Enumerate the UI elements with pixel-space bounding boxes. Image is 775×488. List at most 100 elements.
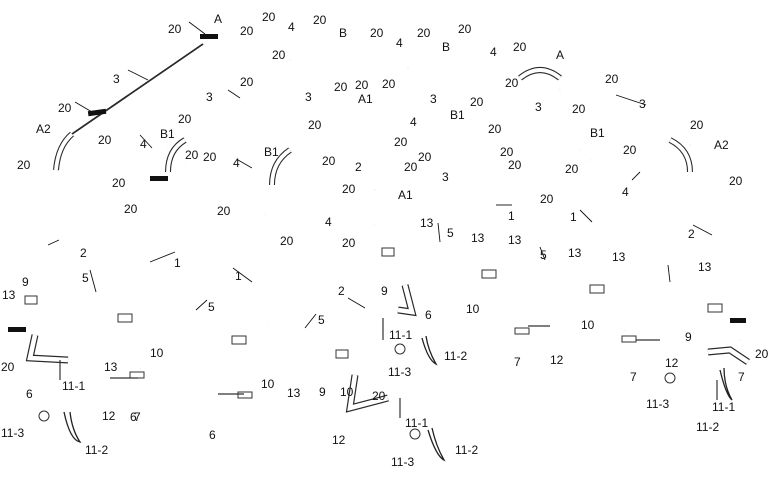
part-number-label: A2 bbox=[36, 122, 51, 136]
part-number-label: 20 bbox=[565, 162, 579, 176]
leader-line bbox=[237, 159, 253, 169]
part-number-label: 20 bbox=[168, 22, 182, 36]
part-number-label: 12 bbox=[550, 353, 564, 367]
elbow-a2 bbox=[54, 132, 74, 171]
leader-line bbox=[47, 239, 60, 246]
part-number-label: 13 bbox=[698, 260, 712, 274]
part-number-label: 10 bbox=[466, 302, 480, 316]
part-number-label: 20 bbox=[508, 158, 522, 172]
leader-line bbox=[615, 94, 647, 106]
base-rail-tube bbox=[519, 255, 591, 269]
part-number-label: A1 bbox=[358, 92, 373, 106]
part-number-label: 4 bbox=[140, 137, 147, 151]
base-plate bbox=[621, 335, 637, 343]
cable-coil bbox=[421, 335, 438, 366]
part-number-label: 11-3 bbox=[388, 365, 411, 379]
part-number-label: 7 bbox=[134, 410, 141, 424]
black-sleeve-part bbox=[87, 108, 107, 117]
leader-line bbox=[692, 224, 713, 236]
part-number-label: 12 bbox=[102, 409, 116, 423]
elbow-b1 bbox=[166, 138, 187, 173]
leg-tube bbox=[352, 224, 378, 386]
part-number-label: 6 bbox=[425, 308, 432, 322]
part-number-label: 7 bbox=[630, 370, 637, 384]
part-number-label: 13 bbox=[2, 288, 16, 302]
part-number-label: 4 bbox=[622, 185, 629, 199]
purlin-tube bbox=[379, 122, 451, 133]
cable-clip bbox=[664, 372, 676, 384]
black-sleeve-part bbox=[8, 327, 26, 332]
leg-tube bbox=[242, 214, 268, 396]
part-number-label: 11-2 bbox=[444, 349, 467, 363]
hardware bbox=[8, 34, 746, 462]
base-plate bbox=[514, 327, 530, 335]
bracket bbox=[481, 269, 497, 279]
rafter-tube bbox=[418, 88, 562, 172]
part-number-label: 2 bbox=[338, 284, 345, 298]
base-rail-tube bbox=[267, 322, 339, 338]
part-number-label: 20 bbox=[355, 78, 369, 92]
leader-line bbox=[579, 209, 593, 223]
leg-tube bbox=[137, 189, 161, 369]
part-number-label: 11-3 bbox=[391, 455, 414, 469]
leg-tube bbox=[33, 174, 55, 346]
base-rail-tube bbox=[164, 305, 236, 321]
part-number-label: 20 bbox=[308, 118, 322, 132]
part-number-label: 20 bbox=[272, 48, 286, 62]
part-number-label: 20 bbox=[240, 75, 254, 89]
part-number-label: 13 bbox=[104, 360, 118, 374]
part-number-label: 13 bbox=[612, 250, 626, 264]
part-number-label: 20 bbox=[370, 26, 384, 40]
part-number-label: 20 bbox=[240, 24, 254, 38]
part-number-label: 20 bbox=[342, 182, 356, 196]
bracket bbox=[335, 349, 349, 359]
purlin-tube bbox=[494, 132, 556, 145]
part-number-label: 13 bbox=[287, 386, 301, 400]
part-number-label: 3 bbox=[535, 100, 542, 114]
part-number-label: 20 bbox=[394, 135, 408, 149]
part-number-label: 5 bbox=[447, 226, 454, 240]
part-number-label: 4 bbox=[325, 215, 332, 229]
part-number-label: 20 bbox=[98, 133, 112, 147]
purlin-tube bbox=[247, 27, 541, 75]
part-number-label: 3 bbox=[430, 92, 437, 106]
part-number-label: 9 bbox=[22, 275, 29, 289]
part-number-label: 20 bbox=[500, 145, 514, 159]
part-number-label: A1 bbox=[398, 188, 413, 202]
part-number-label: 5 bbox=[82, 271, 89, 285]
foot-piece bbox=[347, 374, 389, 412]
bracket bbox=[707, 303, 723, 313]
leader-line bbox=[149, 251, 176, 263]
part-number-label: 20 bbox=[572, 102, 586, 116]
part-number-label: 5 bbox=[208, 300, 215, 314]
part-number-label: A bbox=[214, 12, 222, 26]
part-number-label: 20 bbox=[280, 234, 294, 248]
part-number-label: 20 bbox=[372, 389, 386, 403]
part-number-label: 11-2 bbox=[85, 443, 108, 457]
part-number-label: 9 bbox=[685, 330, 692, 344]
part-number-label: 3 bbox=[113, 72, 120, 86]
part-number-label: 6 bbox=[130, 410, 137, 424]
part-number-label: 4 bbox=[233, 156, 240, 170]
part-number-label: 2 bbox=[80, 246, 87, 260]
part-number-label: 5 bbox=[318, 313, 325, 327]
part-number-label: 20 bbox=[178, 112, 192, 126]
part-number-label: 1 bbox=[508, 209, 515, 223]
part-number-label: 6 bbox=[26, 387, 33, 401]
part-number-label: B1 bbox=[160, 127, 175, 141]
part-number-label: 11-1 bbox=[405, 416, 428, 430]
rafter-tube bbox=[71, 43, 204, 135]
purlin-tube bbox=[79, 139, 166, 161]
leader-line bbox=[127, 69, 149, 81]
part-number-label: 13 bbox=[420, 216, 434, 230]
part-number-label: 20 bbox=[540, 192, 554, 206]
leader-line bbox=[227, 89, 241, 99]
leader-line bbox=[437, 222, 441, 243]
part-number-label: 3 bbox=[442, 170, 449, 184]
part-number-label: 20 bbox=[17, 158, 31, 172]
elbow-a bbox=[518, 68, 562, 80]
part-number-label: A bbox=[556, 48, 564, 62]
base-plate bbox=[237, 391, 253, 399]
part-number-label: 9 bbox=[381, 284, 388, 298]
purlin-tube bbox=[289, 182, 371, 198]
